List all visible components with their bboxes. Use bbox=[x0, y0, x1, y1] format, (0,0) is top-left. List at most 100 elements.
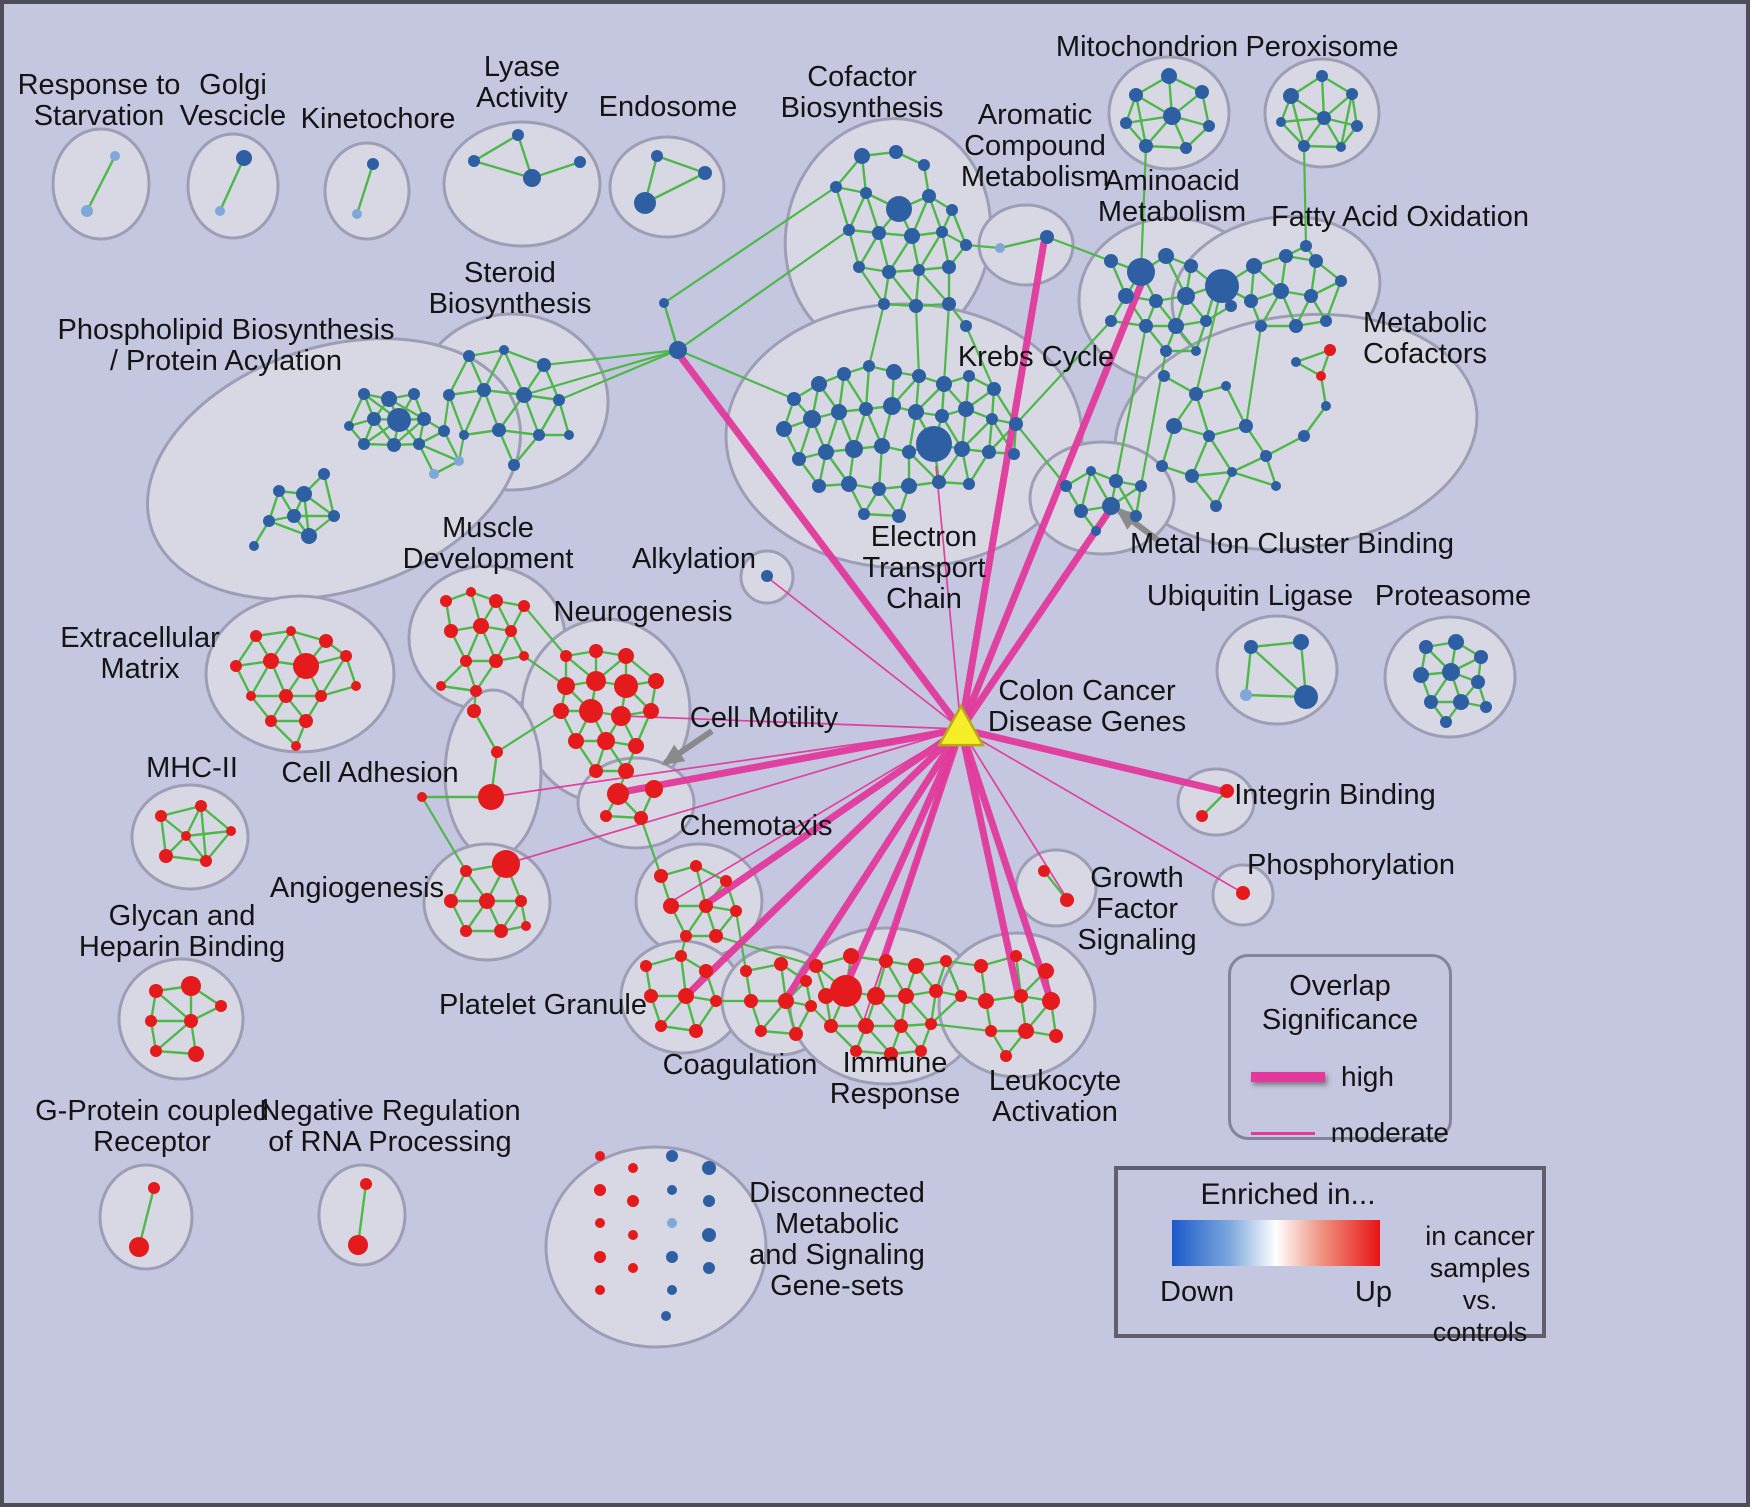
gene-set-node bbox=[1161, 68, 1177, 84]
gene-set-node bbox=[1120, 117, 1132, 129]
gene-set-node bbox=[1149, 294, 1163, 308]
gene-set-node bbox=[340, 650, 352, 662]
gene-set-node bbox=[263, 515, 275, 527]
gene-set-node bbox=[678, 988, 694, 1004]
gene-set-node bbox=[553, 394, 565, 406]
gene-set-edge bbox=[858, 266, 885, 305]
label-mitochondrion: Mitochondrion bbox=[1056, 31, 1238, 63]
gene-set-node bbox=[250, 630, 262, 642]
gene-set-node bbox=[467, 704, 481, 718]
gene-set-node bbox=[512, 129, 524, 141]
gene-set-node bbox=[932, 475, 946, 489]
gene-set-edge bbox=[356, 1183, 368, 1246]
gene-set-node bbox=[358, 388, 370, 400]
gene-set-node bbox=[901, 478, 917, 494]
gene-set-node bbox=[720, 875, 732, 887]
overlap-edge-moderate bbox=[960, 728, 1244, 894]
gene-set-node bbox=[508, 459, 520, 471]
gene-set-node bbox=[882, 265, 896, 279]
gene-set-node bbox=[1105, 315, 1117, 327]
gene-set-node bbox=[1298, 140, 1310, 152]
inter-cluster-edge bbox=[914, 305, 921, 377]
gene-set-edge bbox=[847, 229, 861, 268]
gene-set-node bbox=[872, 482, 886, 496]
gene-set-node bbox=[1203, 120, 1215, 132]
gene-set-node bbox=[1018, 1023, 1034, 1039]
gene-set-edge bbox=[462, 389, 486, 436]
gene-set-node bbox=[1009, 417, 1023, 431]
gene-set-node bbox=[886, 196, 912, 222]
gene-set-node bbox=[595, 1151, 605, 1161]
moderate-significance-line-swatch bbox=[1251, 1131, 1315, 1135]
gene-set-node bbox=[1346, 88, 1358, 100]
gene-set-node bbox=[473, 618, 489, 634]
gene-set-node bbox=[413, 438, 425, 450]
gene-set-node bbox=[1210, 500, 1222, 512]
inter-cluster-edge bbox=[930, 1022, 992, 1033]
gene-set-node bbox=[1240, 689, 1252, 701]
gene-set-node bbox=[778, 993, 794, 1009]
gene-set-node bbox=[463, 350, 475, 362]
label-alkylation: Alkylation bbox=[632, 543, 756, 575]
label-cell-adhesion: Cell Adhesion bbox=[281, 757, 458, 789]
gene-set-node bbox=[417, 412, 431, 426]
gene-set-node bbox=[521, 921, 531, 931]
enrichment-down-label: Down bbox=[1160, 1276, 1235, 1308]
label-kinetochore: Kinetochore bbox=[301, 103, 456, 135]
gene-set-edge bbox=[1244, 646, 1253, 696]
gene-set-node bbox=[1038, 865, 1050, 877]
gene-set-node bbox=[291, 741, 301, 751]
gene-set-node bbox=[1118, 288, 1134, 304]
enrichment-gradient-bar bbox=[1172, 1220, 1380, 1266]
gene-set-node bbox=[1000, 1050, 1012, 1062]
gene-set-node bbox=[830, 975, 862, 1007]
gene-set-node bbox=[1442, 663, 1460, 681]
gene-set-node bbox=[1109, 474, 1123, 488]
gene-set-node bbox=[417, 792, 427, 802]
gene-set-node bbox=[443, 389, 455, 401]
gene-set-node bbox=[440, 595, 452, 607]
gene-set-node bbox=[843, 224, 855, 236]
gene-set-node bbox=[492, 423, 506, 437]
gene-set-node bbox=[1236, 886, 1250, 900]
gene-set-node bbox=[129, 1237, 149, 1257]
gene-set-node bbox=[628, 1263, 638, 1273]
overlap-edge-high bbox=[960, 725, 1227, 796]
gene-set-node bbox=[1040, 230, 1054, 244]
gene-set-node bbox=[1321, 401, 1331, 411]
gene-set-edge bbox=[864, 365, 871, 410]
gene-set-node bbox=[843, 948, 859, 964]
gene-set-node bbox=[1010, 950, 1022, 962]
gene-set-node bbox=[644, 989, 658, 1003]
gene-set-node bbox=[594, 1251, 606, 1263]
gene-set-node bbox=[627, 1195, 639, 1207]
gene-set-node bbox=[352, 209, 362, 219]
gene-set-node bbox=[429, 469, 439, 479]
gene-set-node bbox=[1129, 88, 1143, 102]
overlap-edge-high bbox=[685, 726, 964, 997]
gene-set-node bbox=[837, 367, 851, 381]
gene-set-node bbox=[908, 404, 924, 420]
gene-set-node bbox=[845, 440, 863, 458]
gene-set-node bbox=[879, 954, 893, 968]
gene-set-node bbox=[1104, 254, 1118, 268]
gene-set-node bbox=[803, 410, 821, 428]
gene-set-node bbox=[478, 784, 504, 810]
gene-set-edge bbox=[482, 389, 501, 431]
gene-set-node bbox=[659, 298, 669, 308]
gene-set-edge bbox=[537, 399, 561, 436]
gene-set-node bbox=[628, 1163, 638, 1173]
gene-set-node bbox=[663, 898, 679, 914]
inter-cluster-edge bbox=[663, 186, 837, 304]
gene-set-node bbox=[1283, 88, 1299, 104]
gene-set-node bbox=[929, 984, 943, 998]
gene-set-node bbox=[287, 509, 301, 523]
inter-cluster-edge bbox=[639, 817, 663, 877]
gene-set-node bbox=[859, 402, 873, 416]
gene-set-node bbox=[902, 445, 916, 459]
